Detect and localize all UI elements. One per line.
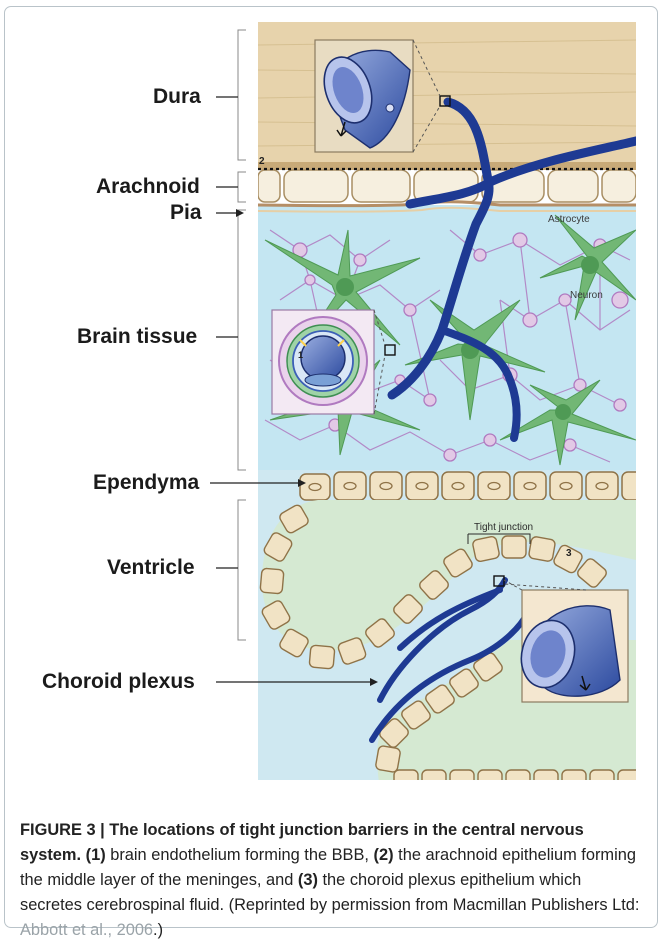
caption-num-3: (3) (298, 871, 318, 889)
label-ependyma: Ependyma (93, 471, 199, 495)
astrocyte-annotation: Astrocyte (548, 214, 590, 225)
caption-text-1: brain endothelium forming the BBB, (106, 846, 374, 864)
neuron-annotation: Neuron (570, 290, 603, 301)
caption-num-2: (2) (374, 846, 394, 864)
inset-brain-capillary: 1 (272, 310, 385, 414)
tight-junction-annotation: Tight junction (474, 522, 533, 533)
svg-text:1: 1 (298, 350, 303, 360)
caption-reference-link[interactable]: Abbott et al., 2006 (20, 921, 153, 939)
label-arachnoid: Arachnoid (96, 175, 200, 199)
label-choroid-plexus: Choroid plexus (42, 670, 195, 694)
figure-caption: FIGURE 3 | The locations of tight juncti… (20, 818, 644, 943)
layer-brackets (238, 30, 246, 640)
label-ventricle: Ventricle (107, 556, 195, 580)
label-pia: Pia (170, 201, 202, 225)
marker-2: 2 (259, 156, 265, 167)
caption-text-4: .) (153, 921, 163, 939)
marker-3: 3 (566, 548, 572, 559)
label-brain-tissue: Brain tissue (77, 325, 197, 349)
caption-num-1: (1) (86, 846, 106, 864)
label-dura: Dura (153, 85, 201, 109)
inset-choroid-vessel (504, 580, 628, 702)
